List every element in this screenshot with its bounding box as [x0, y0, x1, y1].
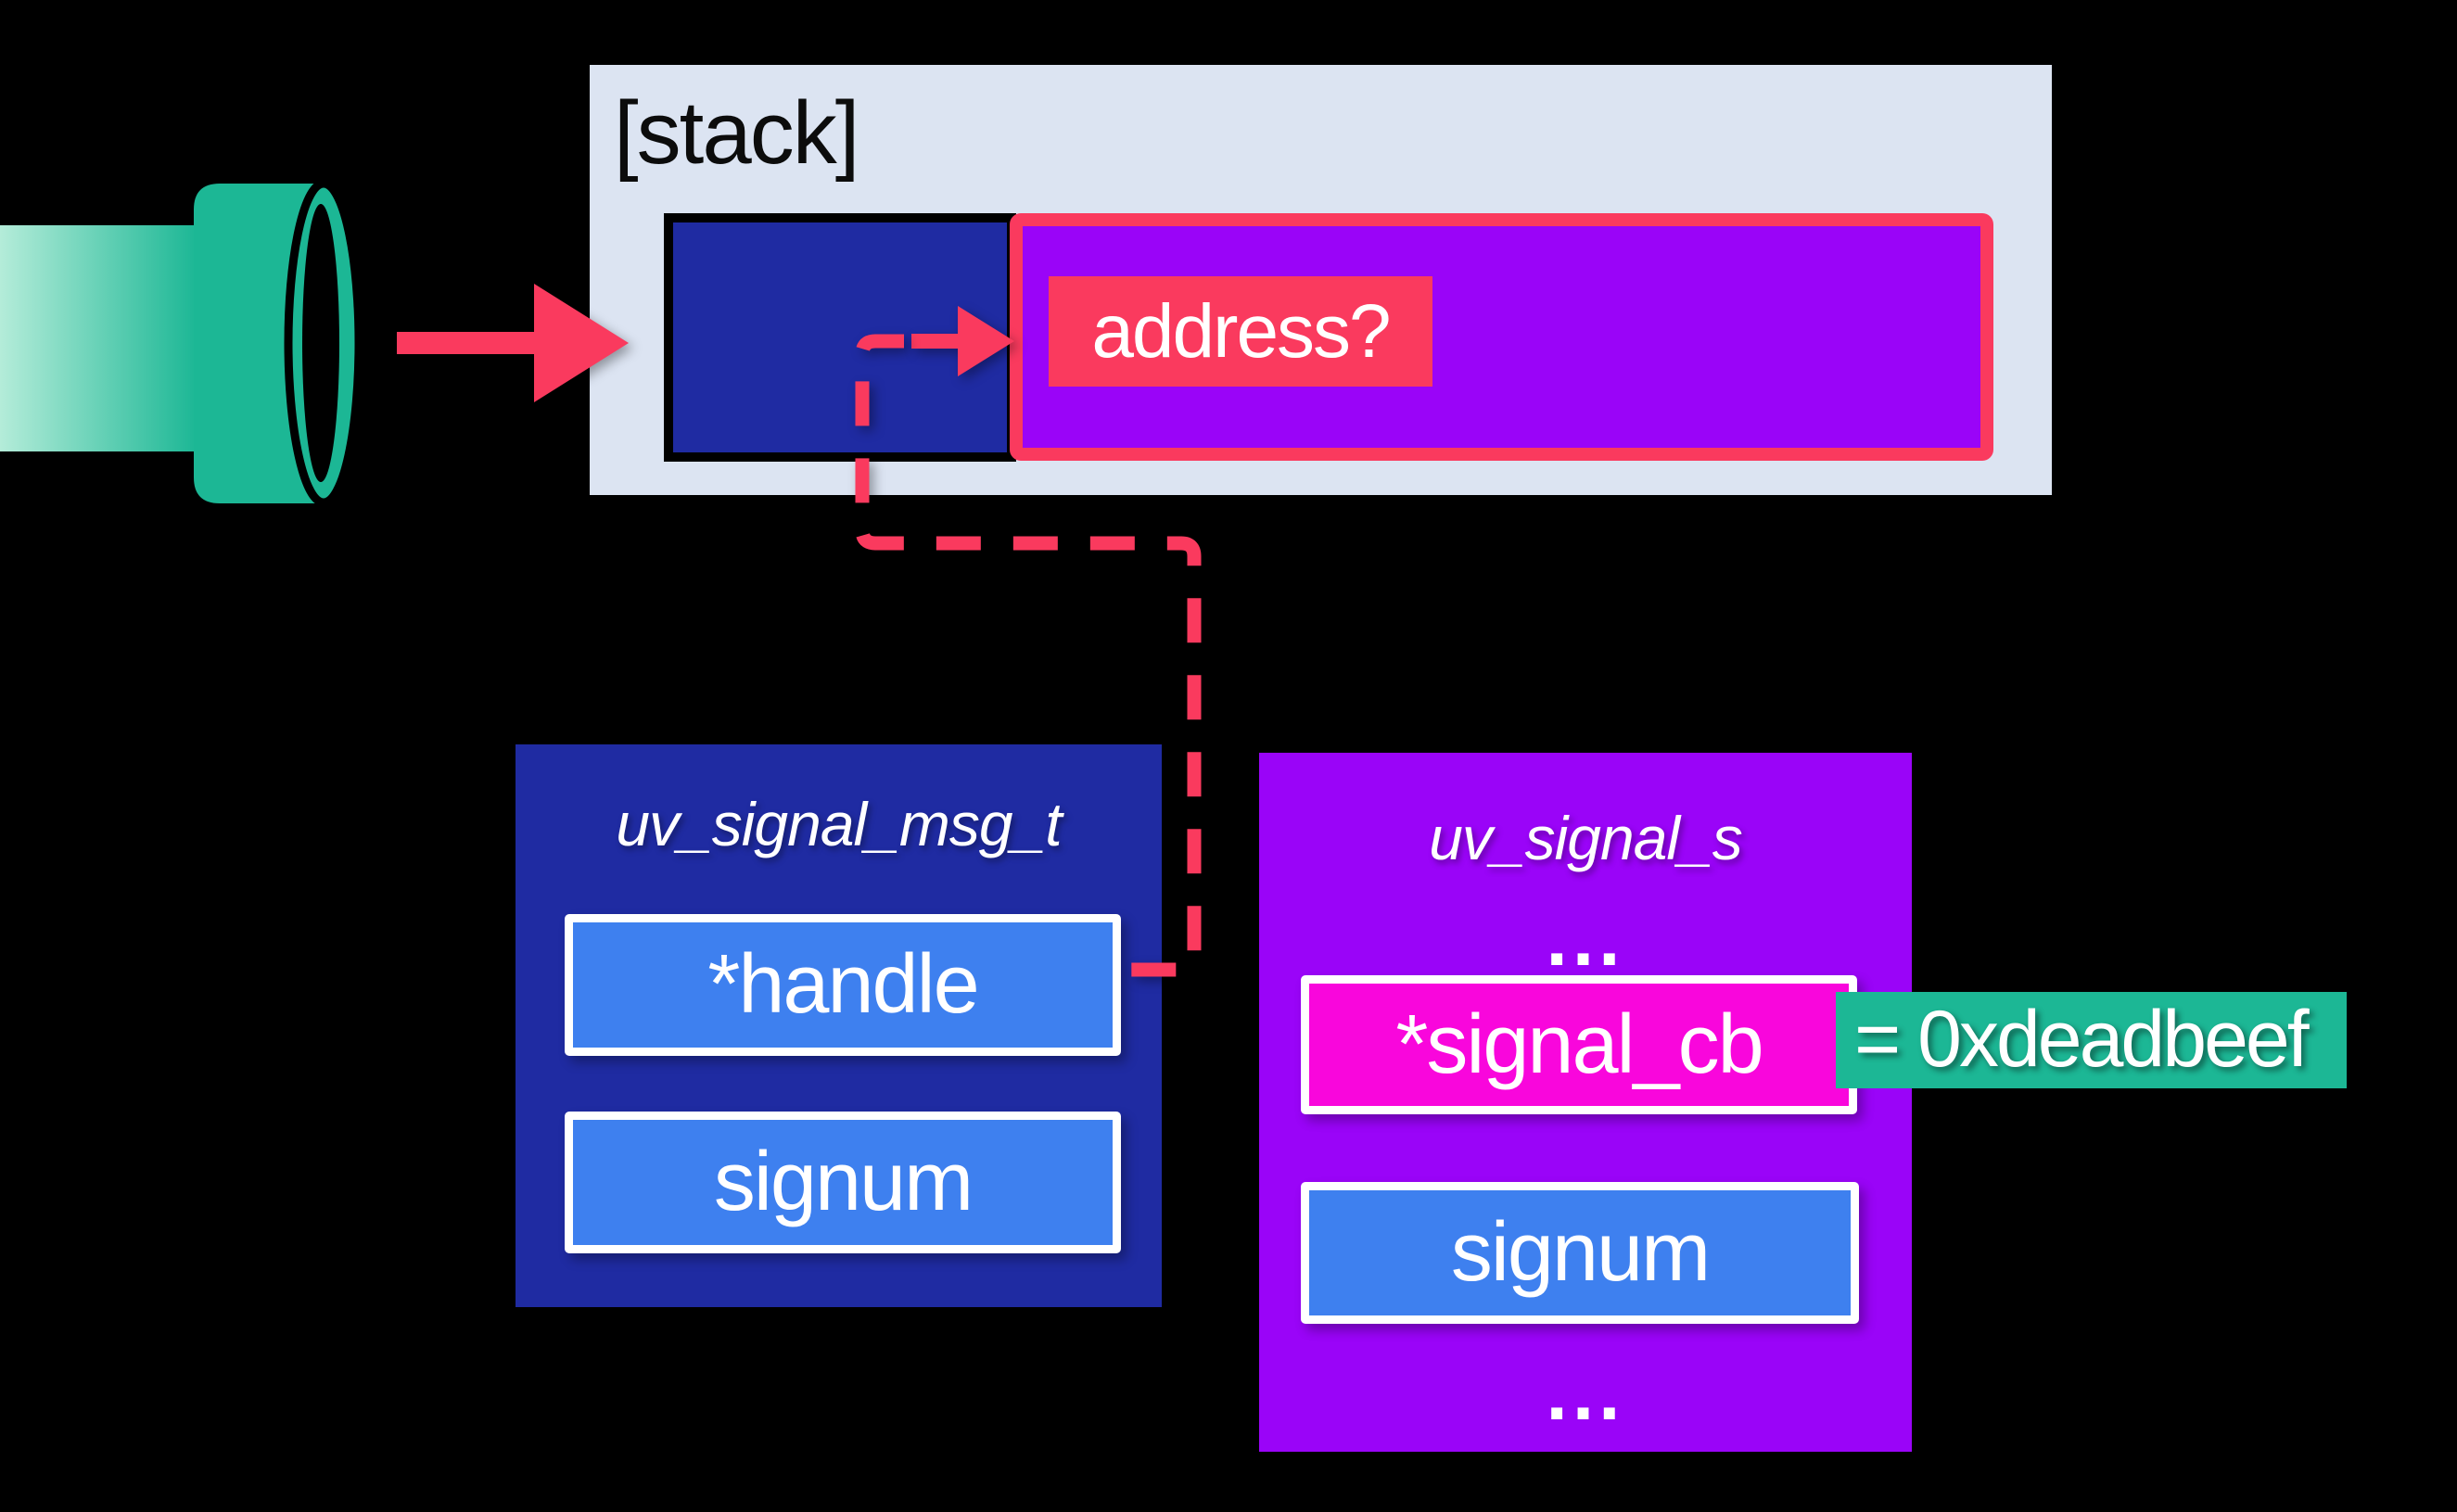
stack-region: [stack] address? [590, 65, 2052, 495]
uv-signal-msg-struct-title: uv_signal_msg_t [616, 790, 1062, 858]
deadbeef-value-badge: = 0xdeadbeef [1836, 992, 2347, 1088]
field-signal-cb: *signal_cb [1301, 975, 1857, 1114]
field-signum: signum [565, 1112, 1121, 1253]
ellipsis-bottom: ... [1546, 1349, 1625, 1436]
address-question-tag: address? [1049, 276, 1432, 387]
uv-signal-s-struct-title: uv_signal_s [1429, 804, 1743, 872]
field-handle: *handle [565, 914, 1121, 1056]
field-signum-s: signum [1301, 1182, 1859, 1324]
stack-cell-msg-buffer [664, 213, 1016, 462]
pipe-icon [0, 179, 363, 507]
uv-signal-msg-struct: uv_signal_msg_t *handle signum [516, 744, 1162, 1307]
ellipsis-top: ... [1546, 895, 1625, 982]
stack-region-label: [stack] [614, 83, 859, 183]
uv-signal-s-struct: uv_signal_s ... *signal_cb signum ... [1259, 753, 1912, 1452]
